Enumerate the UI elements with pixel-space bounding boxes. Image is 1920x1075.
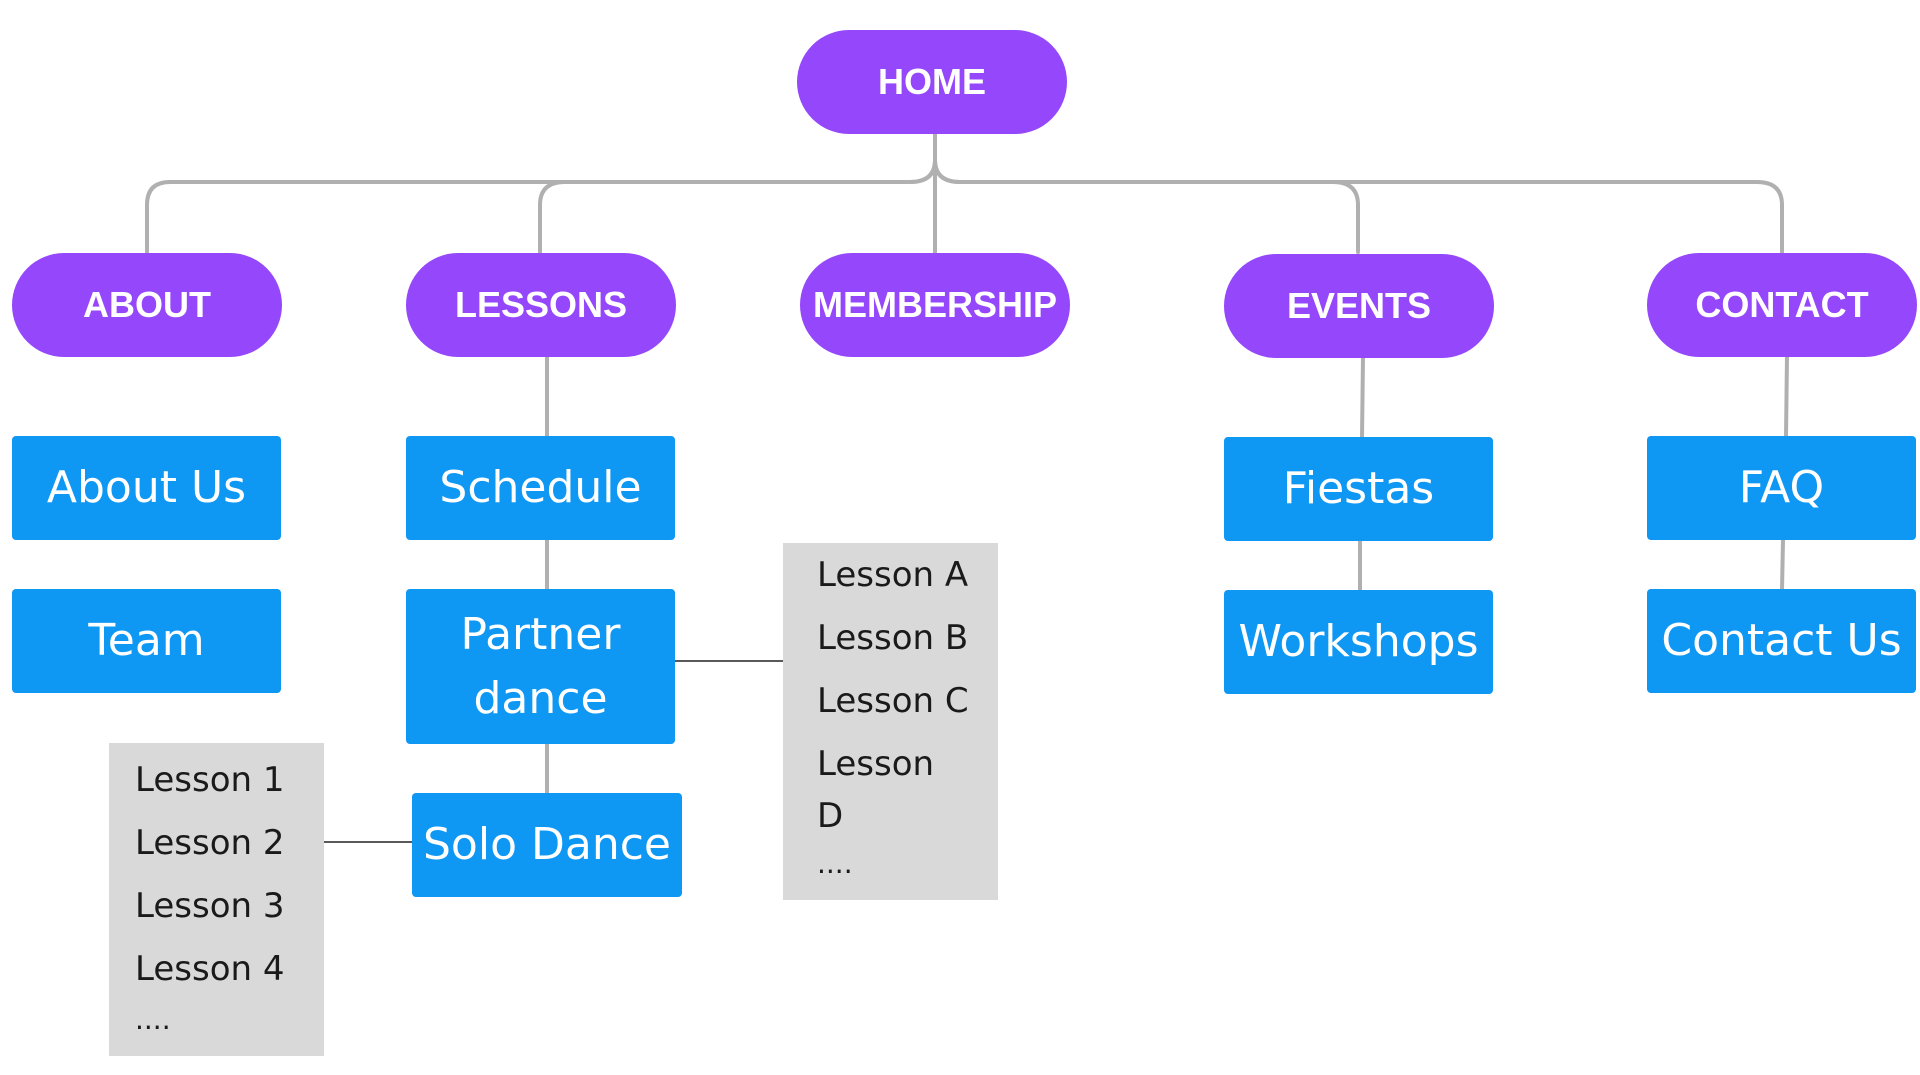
section-events[interactable]: EVENTS xyxy=(1224,254,1494,358)
page-workshops-label: Workshops xyxy=(1238,616,1479,667)
page-faq[interactable]: FAQ xyxy=(1647,436,1916,540)
page-solo-dance[interactable]: Solo Dance xyxy=(412,793,682,897)
list-item-ellipsis: .... xyxy=(135,1003,171,1036)
list-item[interactable]: Lesson A xyxy=(817,555,969,595)
section-lessons[interactable]: LESSONS xyxy=(406,253,676,357)
page-team-label: Team xyxy=(88,615,205,666)
page-about-us[interactable]: About Us xyxy=(12,436,281,540)
page-faq-label: FAQ xyxy=(1738,462,1825,513)
connector-events-fiestas xyxy=(1360,355,1365,440)
connector-home-events xyxy=(933,158,1360,254)
list-item[interactable]: Lesson 4 xyxy=(135,949,285,989)
home-node[interactable]: HOME xyxy=(797,30,1067,134)
page-partner-dance-label-line2: dance xyxy=(473,672,608,724)
section-membership-label: MEMBERSHIP xyxy=(812,284,1058,325)
section-membership[interactable]: MEMBERSHIP xyxy=(800,253,1070,357)
page-partner-dance-label-line1: Partner xyxy=(460,608,621,660)
list-item[interactable]: Lesson 1 xyxy=(135,760,285,800)
connector-home-lessons xyxy=(538,158,937,254)
section-events-label: EVENTS xyxy=(1286,285,1432,326)
page-team[interactable]: Team xyxy=(12,589,281,693)
page-fiestas[interactable]: Fiestas xyxy=(1224,437,1493,541)
page-partner-dance[interactable]: Partner dance xyxy=(406,589,675,744)
list-item[interactable]: Lesson 2 xyxy=(135,823,285,863)
connector-contact-faq xyxy=(1784,354,1789,439)
list-item-ellipsis: .... xyxy=(817,847,853,880)
section-contact-label: CONTACT xyxy=(1695,284,1869,325)
section-about-label: ABOUT xyxy=(83,284,211,325)
page-schedule-label: Schedule xyxy=(439,462,642,513)
list-item[interactable]: Lesson C xyxy=(817,681,969,721)
list-item[interactable]: Lesson xyxy=(817,744,935,784)
page-workshops[interactable]: Workshops xyxy=(1224,590,1493,694)
page-solo-dance-label: Solo Dance xyxy=(423,819,671,870)
section-contact[interactable]: CONTACT xyxy=(1647,253,1917,357)
page-fiestas-label: Fiestas xyxy=(1282,463,1435,514)
section-lessons-label: LESSONS xyxy=(454,284,628,325)
solo-lesson-list: Lesson 1 Lesson 2 Lesson 3 Lesson 4 .... xyxy=(109,743,324,1056)
home-label: HOME xyxy=(878,61,986,102)
connector-home-contact xyxy=(933,158,1784,254)
page-contact-us-label: Contact Us xyxy=(1661,615,1902,666)
page-contact-us[interactable]: Contact Us xyxy=(1647,589,1916,693)
list-item[interactable]: D xyxy=(817,796,844,836)
page-about-us-label: About Us xyxy=(46,462,247,513)
page-schedule[interactable]: Schedule xyxy=(406,436,675,540)
list-item[interactable]: Lesson 3 xyxy=(135,886,285,926)
connector-faq-contactus xyxy=(1780,538,1785,592)
section-about[interactable]: ABOUT xyxy=(12,253,282,357)
list-item[interactable]: Lesson B xyxy=(817,618,969,658)
partner-lesson-list: Lesson A Lesson B Lesson C Lesson D .... xyxy=(783,543,998,900)
